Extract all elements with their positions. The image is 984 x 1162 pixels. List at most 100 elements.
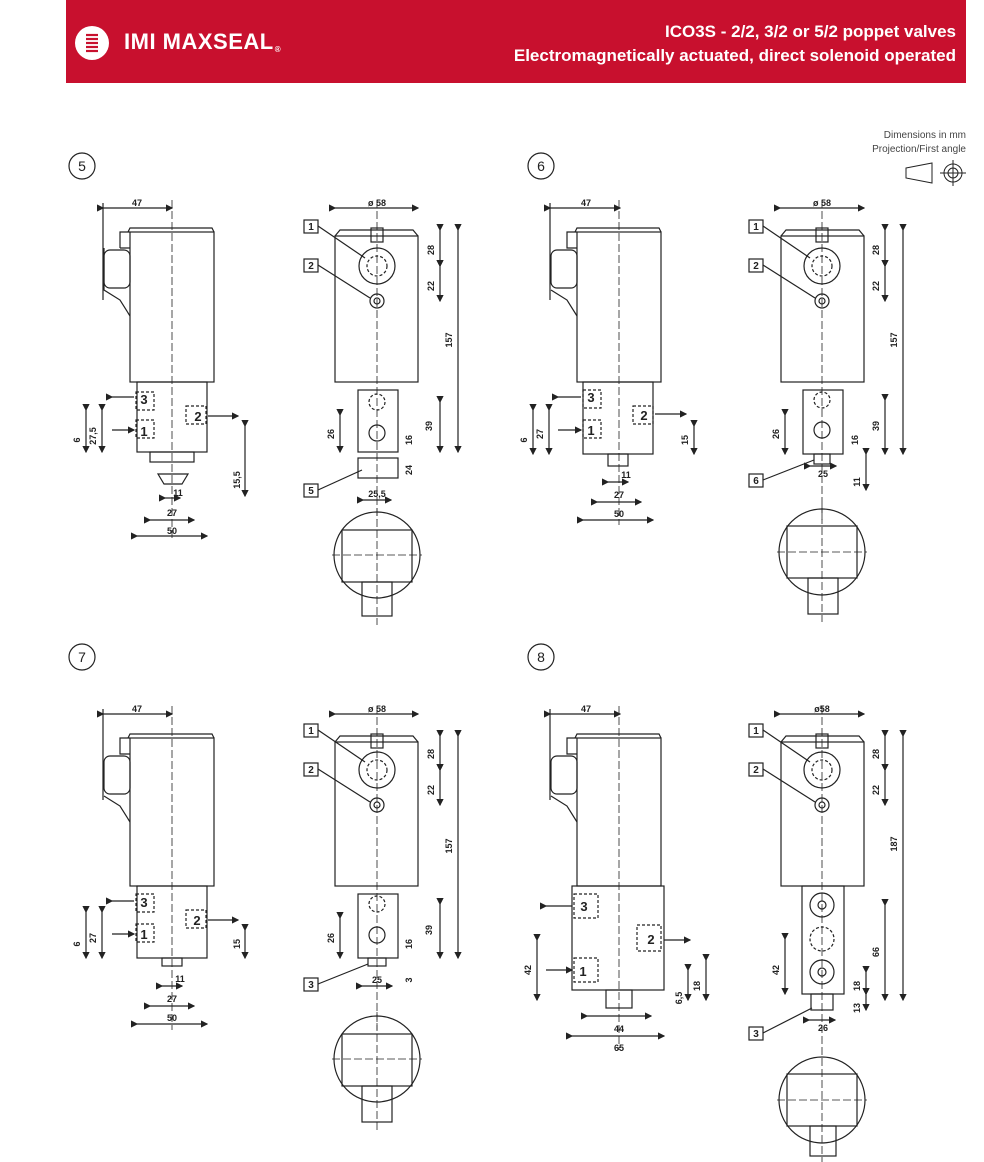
diagram-7-port-2: 2 [193, 913, 200, 928]
diagram-8-dim-44: 44 [614, 1024, 624, 1034]
svg-text:6: 6 [537, 158, 545, 174]
diagram-6-port-3: 3 [587, 390, 594, 405]
diagram-5-dim-24: 24 [404, 465, 414, 475]
svg-text:7: 7 [78, 649, 86, 665]
diagram-5-dim-27-5: 27,5 [88, 427, 98, 445]
diagram-5-dim-26: 26 [326, 429, 336, 439]
diagram-7-dim-47: 47 [132, 704, 142, 714]
diagram-6-callout-6: 6 [753, 476, 759, 487]
diagram-7-dim-28: 28 [426, 749, 436, 759]
diagram-6-diameter: ø 58 [813, 198, 831, 208]
dimensions-note: Dimensions in mm Projection/First angle [872, 129, 966, 157]
diagram-8-callout-3: 3 [753, 1029, 759, 1040]
diagram-8-port-1: 1 [579, 964, 586, 979]
diagram-7-callout-3: 3 [308, 980, 314, 991]
diagram-8-dim-18: 18 [692, 981, 702, 991]
diagram-7-dim-3: 3 [404, 977, 414, 982]
diagram-7-port-1: 1 [140, 927, 147, 942]
diagram-6-dim-25: 25 [818, 469, 828, 479]
diagram-7-callout-2: 2 [308, 765, 314, 776]
diagram-8-bottom-view [777, 1056, 867, 1157]
diagram-8-port-2: 2 [647, 932, 654, 947]
diagram-7-dim-39: 39 [424, 925, 434, 935]
diagram-5-port-2: 2 [194, 409, 201, 424]
diagram-5-dim-157: 157 [444, 332, 454, 347]
diagram-5-callout-5: 5 [308, 486, 314, 497]
diagram-8-diameter: ø58 [814, 704, 830, 714]
diagram-7-dim-15: 15 [232, 939, 242, 949]
diagram-6-dim-28: 28 [871, 245, 881, 255]
diagram-8-number: 8 [527, 643, 555, 671]
page-title: ICO3S - 2/2, 3/2 or 5/2 poppet valves [664, 22, 956, 41]
diagram-6-dim-11: 11 [852, 477, 862, 487]
diagram-6-dim-27: 27 [535, 429, 545, 439]
diagram-8-callout-2: 2 [753, 765, 759, 776]
diagram-5-dim-22: 22 [426, 281, 436, 291]
diagram-8-dim-18: 18 [852, 981, 862, 991]
diagram-6-dim-26: 26 [771, 429, 781, 439]
diagram-5-callout-2: 2 [308, 261, 314, 272]
diagram-8-dim-42: 42 [523, 965, 533, 975]
diagram-8-dim-42b: 42 [771, 965, 781, 975]
diagram-6-dim-16: 16 [850, 435, 860, 445]
diagram-5-port-1: 1 [140, 424, 147, 439]
diagram-6-dim-27b: 27 [614, 490, 624, 500]
diagram-7-dim-16: 16 [404, 939, 414, 949]
diagram-6-port-2: 2 [640, 408, 647, 423]
page-header: IMI MAXSEAL® ICO3S - 2/2, 3/2 or 5/2 pop… [66, 0, 966, 83]
diagram-8-dim-26: 26 [818, 1023, 828, 1033]
page-subtitle: Electromagnetically actuated, direct sol… [513, 46, 956, 65]
diagram-8-side-view [533, 706, 710, 1050]
diagram-8-callout-1: 1 [753, 726, 759, 737]
diagram-7-callout-1: 1 [308, 726, 314, 737]
diagram-7-number: 7 [68, 643, 96, 671]
diagram-6-dim-6: 6 [519, 437, 529, 442]
diagram-5-dim-47: 47 [132, 198, 142, 208]
imi-logo-icon [75, 26, 109, 60]
diagram-6-callout-2: 2 [753, 261, 759, 272]
diagram-6-port-1: 1 [587, 423, 594, 438]
diagram-7-dim-27b: 27 [167, 994, 177, 1004]
diagram-8-dim-187: 187 [889, 836, 899, 851]
diagram-7-bottom-view [332, 1012, 422, 1130]
diagram-7-dim-22: 22 [426, 785, 436, 795]
diagram-7-dim-157: 157 [444, 838, 454, 853]
diagram-8-front-view [748, 706, 907, 1162]
diagram-5-dim-6: 6 [72, 437, 82, 442]
diagram-5-dim-39: 39 [424, 421, 434, 431]
diagram-8-dim-47: 47 [581, 704, 591, 714]
diagram-8-dim-66: 66 [871, 947, 881, 957]
dimensions-unit-text: Dimensions in mm [883, 130, 966, 141]
diagram-8-dim-6-5: 6,5 [674, 992, 684, 1005]
diagram-5-number: 5 [68, 152, 96, 180]
diagram-6-dim-11: 11 [621, 470, 631, 480]
diagram-5-dim-16: 16 [404, 435, 414, 445]
diagram-7-dim-50: 50 [167, 1013, 177, 1023]
diagram-6-side-view [529, 200, 698, 525]
diagram-7-dim-27: 27 [88, 933, 98, 943]
diagram-6-dim-47: 47 [581, 198, 591, 208]
diagram-5-callout-1: 1 [308, 222, 314, 233]
first-angle-projection-icon [905, 160, 966, 186]
projection-text: Projection/First angle [872, 144, 966, 155]
diagram-6-callout-1: 1 [753, 222, 759, 233]
diagram-7-diameter: ø 58 [368, 704, 386, 714]
diagram-7-side-view [82, 706, 249, 1030]
diagram-6-bottom-view [777, 505, 867, 622]
diagram-6-dim-157: 157 [889, 332, 899, 347]
diagram-5-front-view [303, 200, 462, 520]
diagram-8-port-3: 3 [580, 899, 587, 914]
brand-name: IMI MAXSEAL® [124, 29, 282, 54]
diagram-5-dim-27: 27 [167, 508, 177, 518]
diagram-5-dim-28: 28 [426, 245, 436, 255]
diagram-5-dim-50: 50 [167, 526, 177, 536]
diagram-5-dim-15-5: 15,5 [232, 471, 242, 489]
diagram-6-dim-50: 50 [614, 509, 624, 519]
diagram-5-side-view [82, 200, 249, 540]
diagram-8-dim-22: 22 [871, 785, 881, 795]
diagram-8-dim-28: 28 [871, 749, 881, 759]
diagram-5-bottom-view [332, 508, 422, 625]
diagram-6-front-view [748, 200, 907, 520]
diagram-7-dim-25: 25 [372, 975, 382, 985]
